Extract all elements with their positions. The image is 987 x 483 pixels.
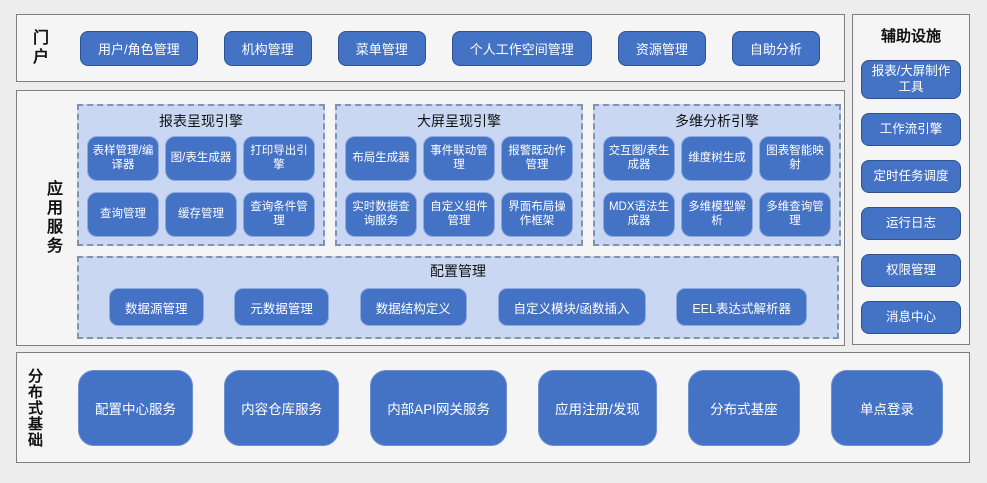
app-services-label: 应用服务	[44, 180, 61, 256]
engine-title: 多维分析引擎	[675, 113, 759, 129]
distributed-base-label: 分布式基础	[26, 367, 43, 448]
engine-button[interactable]: 表样管理/编译器	[87, 136, 159, 181]
auxiliary-button-column: 报表/大屏制作工具 工作流引擎 定时任务调度 运行日志 权限管理 消息中心	[861, 60, 961, 335]
engine-button[interactable]: 查询管理	[87, 192, 159, 237]
engine-button[interactable]: 实时数据查询服务	[345, 192, 417, 237]
engine-title: 大屏呈现引擎	[417, 113, 501, 129]
dist-button-content-repo[interactable]: 内容仓库服务	[224, 369, 340, 446]
portal-button-resource[interactable]: 资源管理	[617, 30, 706, 66]
engine-button[interactable]: 界面布局操作框架	[501, 192, 573, 237]
aux-button-runlog[interactable]: 运行日志	[861, 207, 961, 241]
dist-button-config-center[interactable]: 配置中心服务	[78, 369, 193, 446]
aux-button-report-tool[interactable]: 报表/大屏制作工具	[861, 60, 961, 100]
engine-button[interactable]: 图表智能映射	[759, 136, 831, 181]
engine-button[interactable]: 布局生成器	[345, 136, 417, 181]
engine-button[interactable]: 多维查询管理	[759, 192, 831, 237]
app-services-section: 应用服务 报表呈现引擎 表样管理/编译器 图/表生成器 打印导出引擎 查询管理 …	[16, 90, 845, 346]
portal-button-row: 用户/角色管理 机构管理 菜单管理 个人工作空间管理 资源管理 自助分析	[80, 30, 820, 66]
aux-button-permission[interactable]: 权限管理	[861, 254, 961, 288]
config-button-structure[interactable]: 数据结构定义	[359, 288, 467, 326]
portal-button-user-role[interactable]: 用户/角色管理	[80, 30, 198, 66]
distributed-button-row: 配置中心服务 内容仓库服务 内部API网关服务 应用注册/发现 分布式基座 单点…	[78, 369, 943, 446]
engine-button[interactable]: 交互图/表生成器	[603, 136, 675, 181]
portal-label: 门户	[30, 29, 47, 67]
engine-button[interactable]: 查询条件管理	[243, 192, 315, 237]
portal-section: 门户 用户/角色管理 机构管理 菜单管理 个人工作空间管理 资源管理 自助分析	[16, 14, 845, 82]
engine-panels: 报表呈现引擎 表样管理/编译器 图/表生成器 打印导出引擎 查询管理 缓存管理 …	[77, 104, 841, 246]
portal-button-org[interactable]: 机构管理	[223, 30, 312, 66]
engine-grid: 交互图/表生成器 维度树生成 图表智能映射 MDX语法生成器 多维模型解析 多维…	[603, 136, 831, 237]
portal-button-menu[interactable]: 菜单管理	[337, 30, 426, 66]
config-button-datasource[interactable]: 数据源管理	[109, 288, 204, 326]
auxiliary-title: 辅助设施	[880, 28, 941, 45]
config-button-custom-module[interactable]: 自定义模块/函数插入	[497, 288, 646, 326]
engine-grid: 布局生成器 事件联动管理 报警既动作管理 实时数据查询服务 自定义组件管理 界面…	[345, 136, 573, 237]
engine-button[interactable]: MDX语法生成器	[603, 192, 675, 237]
engine-button[interactable]: 维度树生成	[681, 136, 753, 181]
aux-button-workflow[interactable]: 工作流引擎	[861, 113, 961, 147]
engine-button[interactable]: 图/表生成器	[165, 136, 237, 181]
engine-panel-olap: 多维分析引擎 交互图/表生成器 维度树生成 图表智能映射 MDX语法生成器 多维…	[593, 104, 841, 246]
config-button-eel-parser[interactable]: EEL表达式解析器	[676, 288, 807, 326]
engine-grid: 表样管理/编译器 图/表生成器 打印导出引擎 查询管理 缓存管理 查询条件管理	[87, 136, 315, 237]
config-management-panel: 配置管理 数据源管理 元数据管理 数据结构定义 自定义模块/函数插入 EEL表达…	[77, 256, 839, 339]
engine-button[interactable]: 报警既动作管理	[501, 136, 573, 181]
engine-button[interactable]: 多维模型解析	[681, 192, 753, 237]
dist-button-app-registry[interactable]: 应用注册/发现	[538, 369, 657, 446]
engine-button[interactable]: 缓存管理	[165, 192, 237, 237]
aux-button-message-center[interactable]: 消息中心	[861, 301, 961, 335]
portal-button-workspace[interactable]: 个人工作空间管理	[451, 30, 592, 66]
engine-title: 报表呈现引擎	[159, 113, 243, 129]
auxiliary-section: 辅助设施 报表/大屏制作工具 工作流引擎 定时任务调度 运行日志 权限管理 消息…	[852, 14, 970, 345]
engine-button[interactable]: 打印导出引擎	[243, 136, 315, 181]
config-panel-title: 配置管理	[430, 263, 486, 279]
portal-button-selfservice[interactable]: 自助分析	[731, 30, 820, 66]
dist-button-sso[interactable]: 单点登录	[831, 369, 943, 446]
config-button-row: 数据源管理 元数据管理 数据结构定义 自定义模块/函数插入 EEL表达式解析器	[109, 288, 807, 326]
dist-button-api-gateway[interactable]: 内部API网关服务	[370, 369, 507, 446]
distributed-base-section: 分布式基础 配置中心服务 内容仓库服务 内部API网关服务 应用注册/发现 分布…	[16, 352, 970, 463]
config-button-metadata[interactable]: 元数据管理	[234, 288, 329, 326]
engine-panel-bigscreen: 大屏呈现引擎 布局生成器 事件联动管理 报警既动作管理 实时数据查询服务 自定义…	[335, 104, 583, 246]
engine-button[interactable]: 自定义组件管理	[423, 192, 495, 237]
engine-panel-report: 报表呈现引擎 表样管理/编译器 图/表生成器 打印导出引擎 查询管理 缓存管理 …	[77, 104, 325, 246]
dist-button-distributed-base[interactable]: 分布式基座	[687, 369, 800, 446]
engine-button[interactable]: 事件联动管理	[423, 136, 495, 181]
aux-button-scheduler[interactable]: 定时任务调度	[861, 160, 961, 194]
